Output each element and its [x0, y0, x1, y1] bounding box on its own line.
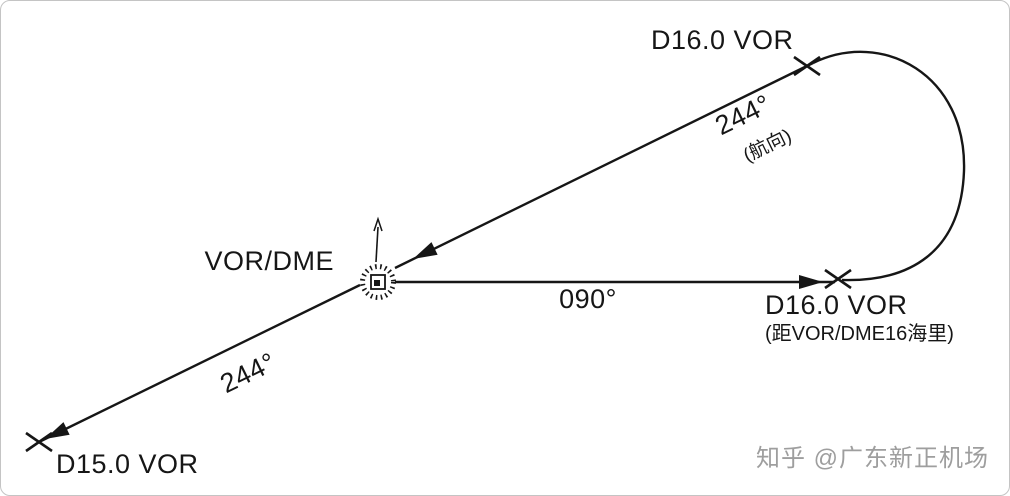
- fix-right-sublabel: (距VOR/DME16海里): [765, 322, 954, 345]
- fix-cross-stroke: [793, 55, 821, 77]
- fix-cross-stroke: [25, 431, 53, 453]
- route-lines: [40, 50, 966, 443]
- arrowhead-outbound-090: [799, 275, 823, 289]
- fix-cross-stroke: [824, 268, 852, 290]
- course-090-label: 090°: [559, 284, 617, 314]
- north-arrow-shaft: [375, 226, 379, 263]
- fix-cross-d16-right: [824, 268, 852, 290]
- fix-cross-d15: [25, 431, 53, 453]
- arrowhead-to-d15: [45, 422, 70, 439]
- fix-top-label: D16.0 VOR: [651, 25, 794, 55]
- fix-bottom-left-label: D15.0 VOR: [56, 449, 199, 479]
- compass-rose-ring: [360, 264, 396, 300]
- north-arrow-head: [373, 216, 383, 232]
- radial-244-outbound-line: [40, 283, 361, 443]
- radial-outbound-label: 244°: [215, 347, 280, 399]
- watermark: 知乎 @广东新正机场: [756, 445, 989, 472]
- station-label: VOR/DME: [204, 246, 334, 276]
- course-inbound-note-label: (航向): [740, 125, 795, 167]
- track-244-inbound-line: [394, 61, 814, 270]
- vor-dme-symbol: [360, 264, 396, 300]
- fix-right-label: D16.0 VOR: [765, 290, 908, 320]
- north-arrow: [373, 216, 383, 263]
- fix-cross-d16-top: [793, 55, 821, 77]
- arrowhead-inbound-to-station: [413, 242, 438, 259]
- station-square-mark: [374, 280, 380, 286]
- teardrop-turn-path: [812, 50, 966, 282]
